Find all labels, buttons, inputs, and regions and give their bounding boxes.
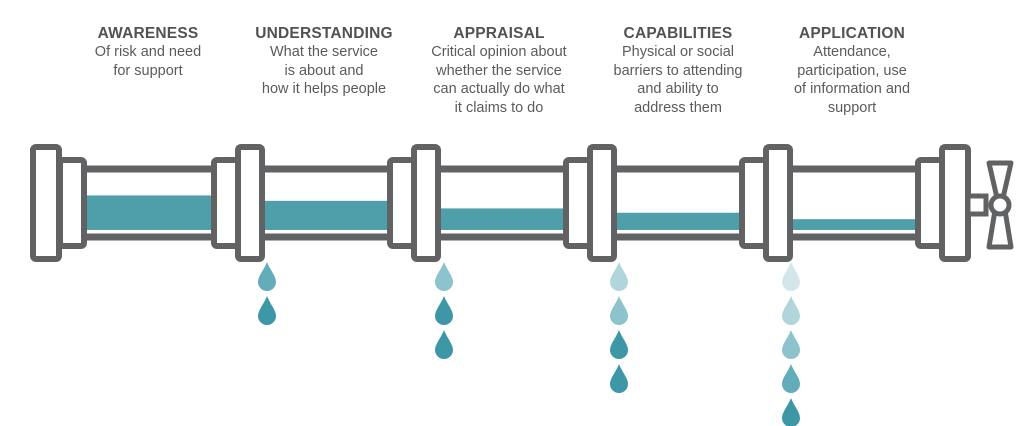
pipe-flange: [57, 157, 87, 249]
pipe-flange: [915, 157, 945, 249]
water-drop-icon: [782, 364, 800, 393]
water-drop-icon: [435, 330, 453, 359]
stage-title: UNDERSTANDING: [255, 25, 393, 42]
valve-stem: [965, 193, 989, 217]
stage-title: CAPABILITIES: [623, 25, 733, 42]
pipe-flange: [411, 144, 441, 262]
stage-application: APPLICATION Attendance, participation, u…: [757, 24, 947, 117]
stage-understanding: UNDERSTANDING What the service is about …: [229, 24, 419, 99]
pipe-flange: [387, 157, 417, 249]
water-drop-icon: [782, 262, 800, 291]
pipe-flange: [235, 144, 265, 262]
pipe-flange: [939, 144, 971, 262]
pipe-water: [438, 208, 566, 230]
water-drop-icon: [610, 262, 628, 291]
pipe-flange: [739, 157, 769, 249]
water-drop-icon: [610, 296, 628, 325]
pipe-water: [84, 195, 214, 230]
pipe-water: [262, 200, 390, 230]
stage-awareness: AWARENESS Of risk and need for support: [53, 24, 243, 80]
pipe-flange: [30, 144, 62, 262]
valve-hub: [988, 193, 1012, 217]
pipe-flange: [587, 144, 617, 262]
water-drop-icon: [258, 262, 276, 291]
water-drop-icon: [782, 398, 800, 426]
pipe-water: [614, 212, 742, 230]
stage-appraisal: APPRAISAL Critical opinion about whether…: [404, 24, 594, 117]
water-drop-icon: [610, 364, 628, 393]
pipe-flange: [211, 157, 241, 249]
stage-capabilities: CAPABILITIES Physical or social barriers…: [583, 24, 773, 117]
water-drop-icon: [258, 296, 276, 325]
stage-title: AWARENESS: [97, 25, 199, 42]
stage-description: Attendance, participation, use of inform…: [793, 44, 911, 116]
stage-description: What the service is about and how it hel…: [261, 44, 387, 97]
stage-description: Of risk and need for support: [94, 44, 202, 79]
water-drop-icon: [610, 330, 628, 359]
water-drop-icon: [435, 296, 453, 325]
stage-title: APPLICATION: [798, 25, 906, 42]
pipe-flange: [563, 157, 593, 249]
water-drop-icon: [435, 262, 453, 291]
pipe-water: [790, 219, 918, 230]
stage-title: APPRAISAL: [453, 25, 545, 42]
pipe-flange: [763, 144, 793, 262]
stage-description: Critical opinion about whether the servi…: [431, 44, 567, 116]
water-drop-icon: [782, 330, 800, 359]
water-drop-icon: [782, 296, 800, 325]
stage-description: Physical or social barriers to attending…: [613, 44, 743, 116]
